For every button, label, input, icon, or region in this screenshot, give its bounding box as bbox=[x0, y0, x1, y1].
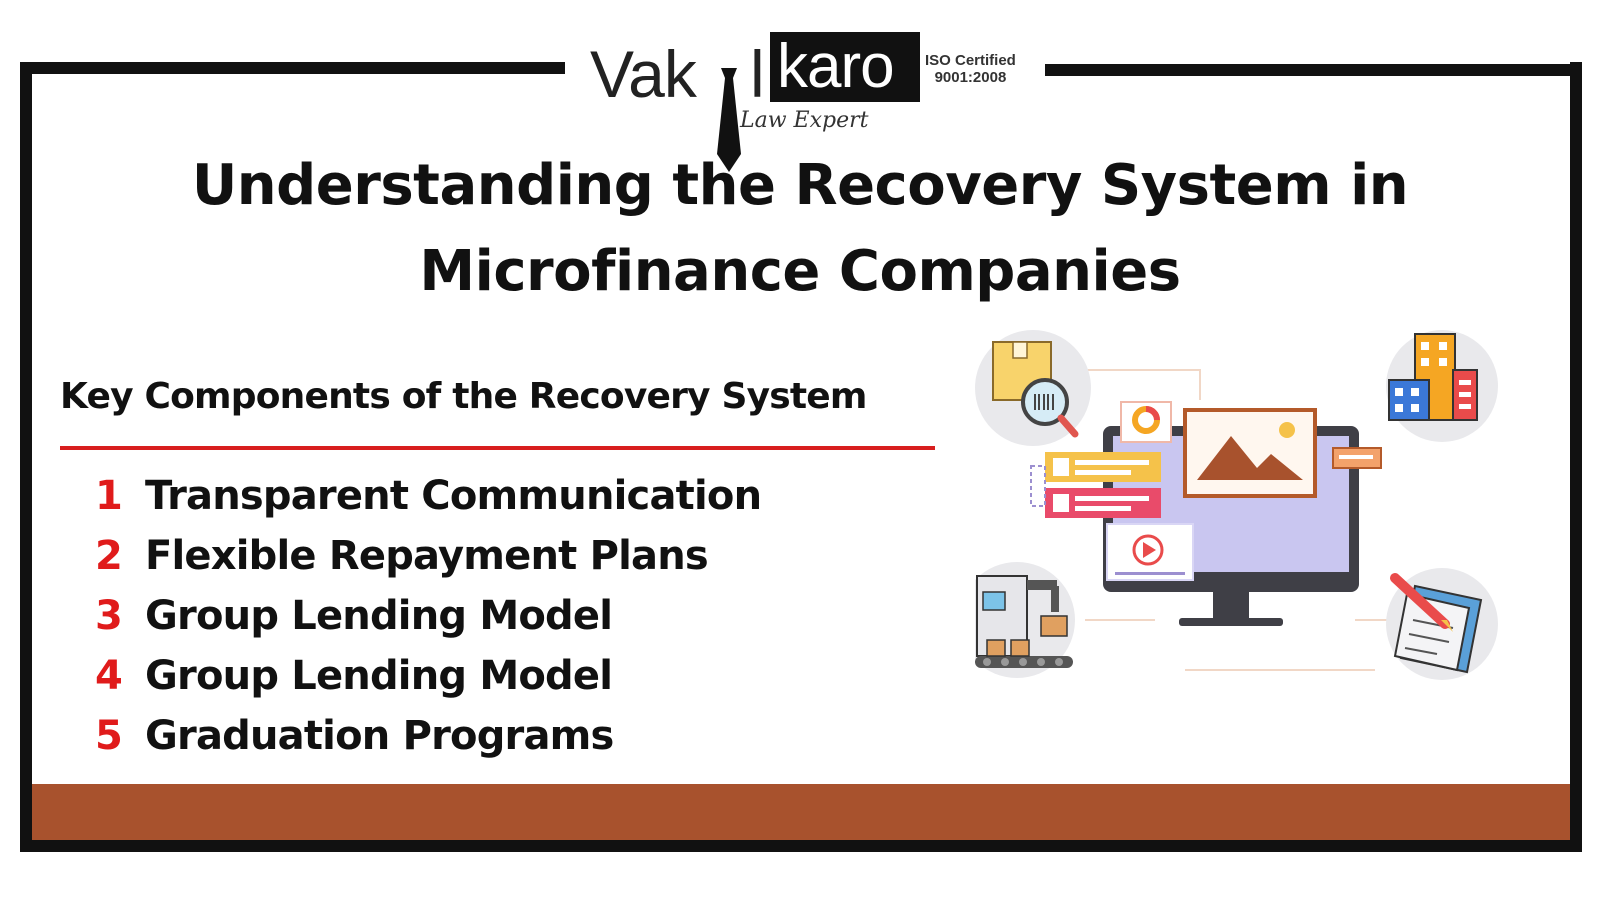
item-number: 2 bbox=[95, 533, 123, 579]
logo-boxed-background bbox=[770, 32, 920, 102]
logo-text-left: Vak bbox=[590, 37, 697, 111]
list-item: 2 Flexible Repayment Plans bbox=[95, 526, 761, 586]
logo-tagline: Law Expert bbox=[740, 108, 869, 133]
computer-monitor-icon bbox=[1030, 401, 1382, 626]
list-item: 1 Transparent Communication bbox=[95, 466, 762, 526]
item-label: Transparent Communication bbox=[145, 473, 762, 519]
logo-text-middle: l bbox=[750, 37, 765, 111]
outer-frame bbox=[20, 62, 1582, 852]
necktie-icon bbox=[717, 68, 741, 172]
list-item: 3 Group Lending Model bbox=[95, 586, 761, 646]
item-number: 5 bbox=[95, 713, 123, 759]
footer-bar bbox=[32, 784, 1570, 840]
list-item: 5 Graduation Programs bbox=[95, 706, 761, 766]
logo-text-boxed: karo bbox=[777, 32, 895, 101]
title-line-1: Understanding the Recovery System in bbox=[191, 153, 1409, 218]
brand-logo: Vak l karo ISO Certified 9001:2008 Law E… bbox=[585, 28, 1035, 172]
frame-top-left-segment bbox=[20, 62, 565, 74]
iso-line-2: 9001:2008 bbox=[934, 69, 1007, 86]
title-line-2: Microfinance Companies bbox=[419, 239, 1181, 304]
factory-conveyor-icon bbox=[975, 562, 1075, 678]
item-label: Graduation Programs bbox=[145, 713, 614, 759]
digital-business-illustration bbox=[975, 330, 1498, 680]
frame-top-right-segment bbox=[1045, 64, 1582, 76]
item-number: 4 bbox=[95, 653, 123, 699]
item-label: Flexible Repayment Plans bbox=[145, 533, 709, 579]
list-item: 4 Group Lending Model bbox=[95, 646, 761, 706]
components-list: 1 Transparent Communication 2 Flexible R… bbox=[95, 466, 762, 766]
iso-line-1: ISO Certified bbox=[925, 52, 1016, 69]
page-title: Understanding the Recovery System in Mic… bbox=[80, 143, 1520, 315]
item-label: Group Lending Model bbox=[145, 593, 613, 639]
components-heading: Key Components of the Recovery System bbox=[60, 376, 867, 417]
iso-certification: ISO Certified 9001:2008 bbox=[925, 52, 1016, 86]
item-number: 1 bbox=[95, 473, 123, 519]
office-buildings-icon bbox=[1386, 330, 1498, 442]
notepad-pencil-icon bbox=[1386, 568, 1498, 680]
item-label: Group Lending Model bbox=[145, 653, 613, 699]
item-number: 3 bbox=[95, 593, 123, 639]
package-scan-icon bbox=[975, 330, 1091, 446]
heading-underline bbox=[60, 446, 935, 450]
